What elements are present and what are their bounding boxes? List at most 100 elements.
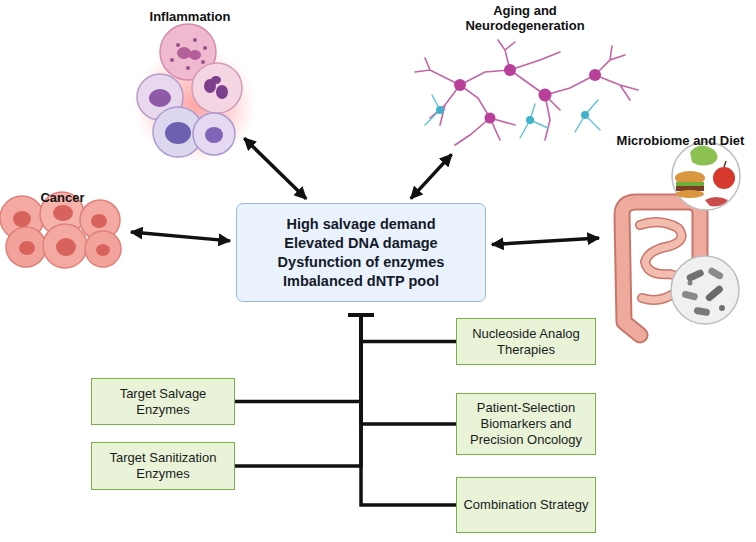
food-icon-part: [676, 190, 704, 198]
strategy-label: Patient-Selection Biomarkers and Precisi…: [463, 400, 589, 448]
inflammation-cells-part: [176, 43, 180, 47]
food-icon-part: [676, 182, 704, 186]
neuron-network-part: [436, 106, 444, 114]
inflammation-cells-part: [192, 63, 242, 113]
neuron-network-part: [415, 58, 510, 125]
double-arrow: [131, 232, 230, 241]
cancer-cells-part: [53, 205, 73, 221]
strategy-box: Patient-Selection Biomarkers and Precisi…: [456, 393, 596, 455]
bacteria-icon-part: [671, 256, 739, 324]
double-arrow: [244, 138, 306, 199]
inhibition-line: [235, 315, 361, 466]
strategy-label: Nucleoside Analog Therapies: [463, 326, 589, 358]
double-arrow: [411, 154, 452, 198]
connector: [411, 154, 452, 198]
panel-heading: Inflammation: [150, 9, 231, 24]
inflammation-cells-part: [170, 58, 174, 62]
illustration-panel: Aging and Neurodegeneration: [405, 0, 645, 150]
bacteria-icon-part: [686, 268, 705, 282]
food-icon-part: [713, 167, 735, 189]
inflammation-cells-part: [203, 46, 207, 50]
strategy-box: Combination Strategy: [456, 477, 596, 533]
inhibition-line: [235, 315, 361, 402]
panel-heading: Cancer: [40, 190, 84, 205]
inhibition-bar: [348, 313, 374, 317]
connector: [235, 315, 374, 466]
food-icon-part: [672, 142, 740, 210]
inflammation-cells-part: [193, 113, 235, 155]
inflammation-cells-part: [216, 85, 228, 99]
neuron-network: [415, 40, 638, 145]
bacteria-icon-part: [704, 284, 724, 302]
inflammation-cells-part: [165, 122, 191, 144]
neuron-network-part: [589, 69, 601, 81]
inhibition-bar: [348, 313, 374, 317]
neuron-network-part: [455, 46, 638, 145]
food-icon: [672, 142, 740, 210]
strategy-box: Nucleoside Analog Therapies: [456, 318, 596, 365]
inflammation-cells-part: [177, 47, 191, 59]
neuron-network-part: [581, 111, 589, 119]
cancer-cells-part: [96, 244, 110, 256]
inflammation-cells-part: [149, 89, 171, 107]
inhibition-line: [361, 315, 456, 342]
strategy-label: Target Salvage Enzymes: [98, 386, 228, 418]
inhibition-bar: [348, 313, 374, 317]
inhibition-bar: [348, 313, 374, 317]
neuron-network-part: [526, 116, 534, 124]
problem-text: Elevated DNA damage: [284, 234, 437, 253]
cancer-cells-part: [85, 231, 121, 267]
strategy-label: Target Sanitization Enzymes: [98, 450, 228, 482]
problem-text: High salvage demand: [286, 215, 435, 234]
cancer-cells-part: [6, 227, 46, 267]
cancer-cells-part: [91, 214, 107, 228]
strategy-box: Target Sanitization Enzymes: [91, 442, 235, 490]
neuron-network-part: [425, 95, 600, 138]
strategy-box: Target Salvage Enzymes: [91, 378, 235, 425]
neuron-network-part: [485, 113, 496, 124]
connector: [235, 315, 374, 402]
connector: [348, 315, 456, 505]
neuron-network-part: [454, 79, 466, 91]
food-icon-part: [705, 197, 728, 206]
inflammation-cells-part: [211, 76, 221, 84]
problem-text: Imbalanced dNTP pool: [283, 272, 439, 291]
problem-text: Dysfunction of enzymes: [278, 253, 445, 272]
cancer-cells-part: [43, 224, 87, 268]
connector: [348, 315, 456, 424]
problem-box: High salvage demandElevated DNA damageDy…: [236, 203, 486, 302]
bacteria-icon-part: [719, 305, 725, 311]
inhibition-bar: [348, 313, 374, 317]
bacteria-icon-part: [681, 290, 698, 301]
illustration-panel: Inflammation: [140, 5, 240, 165]
inhibition-line: [361, 315, 456, 505]
panel-heading: Aging and Neurodegeneration: [455, 3, 595, 33]
inflammation-cells-part: [205, 127, 223, 143]
illustration-panel: Microbiome and Diet: [605, 131, 756, 335]
inflammation-cells-part: [189, 50, 201, 60]
connector: [244, 138, 306, 199]
inflammation-cells-part: [186, 66, 190, 70]
connector: [348, 315, 456, 342]
panel-heading: Microbiome and Diet: [617, 133, 745, 148]
strategy-label: Combination Strategy: [463, 497, 588, 513]
inflammation-cells-part: [193, 38, 197, 42]
neuron-network-part: [504, 64, 516, 76]
inflammation-cells: [133, 24, 257, 163]
bacteria-icon-part: [707, 266, 724, 280]
bacteria-icon-part: [688, 281, 693, 286]
bacteria-icon: [671, 256, 739, 324]
inflammation-cells-part: [201, 60, 205, 64]
food-icon-part: [690, 145, 718, 165]
illustration-panel: Cancer: [0, 186, 125, 266]
food-icon-part: [675, 171, 705, 185]
cancer-cells-part: [13, 211, 31, 227]
neuron-network-part: [539, 89, 552, 102]
cancer-cells-part: [19, 241, 35, 255]
food-icon-part: [724, 161, 726, 167]
connector: [492, 238, 599, 245]
bacteria-icon-part: [693, 307, 710, 317]
connector: [131, 232, 230, 241]
double-arrow: [492, 238, 599, 245]
